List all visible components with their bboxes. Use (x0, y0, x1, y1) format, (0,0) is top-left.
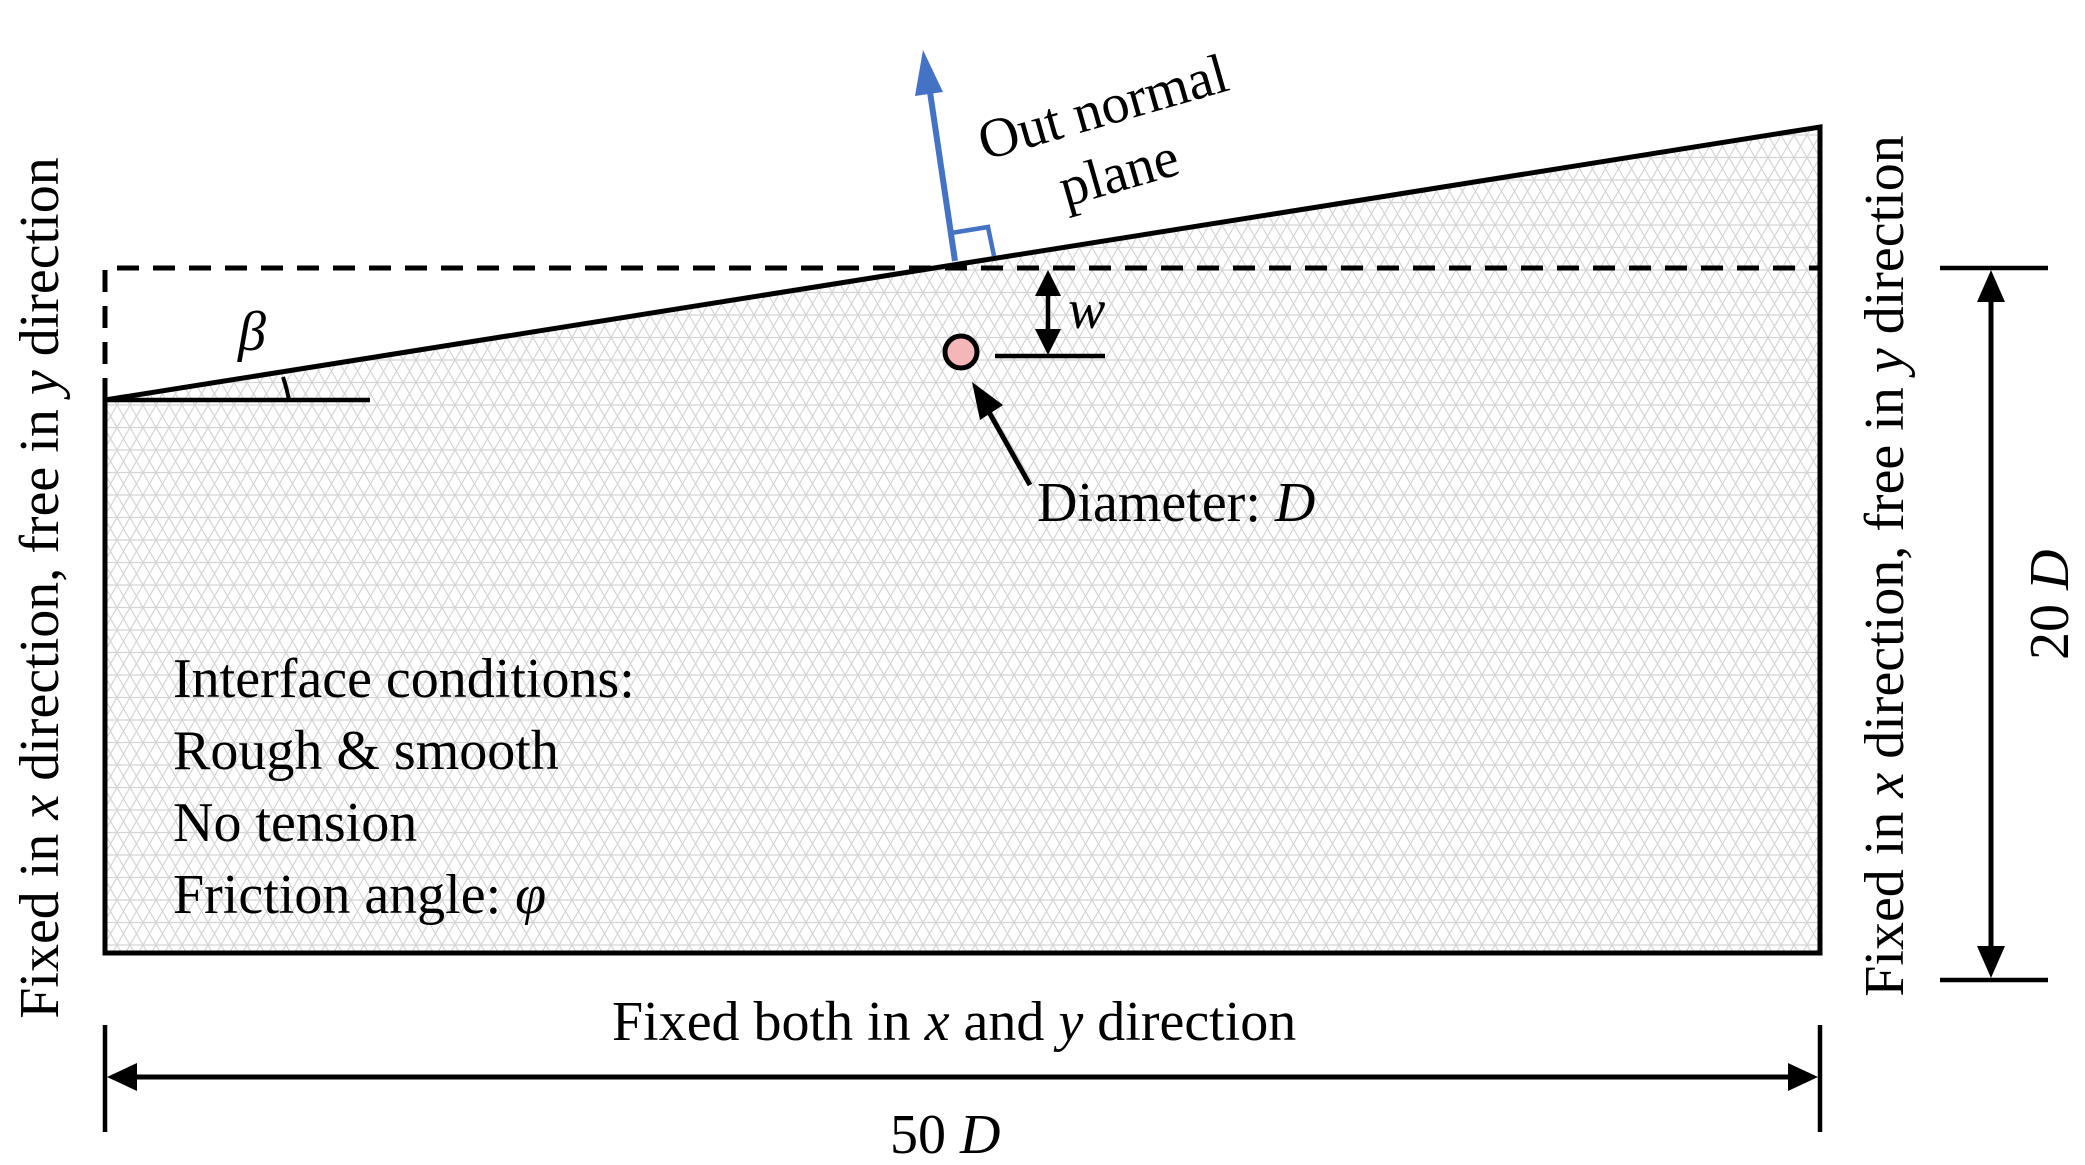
diameter-pointer-head (972, 382, 1003, 420)
width-arrow-left (107, 1063, 137, 1091)
original-ground-dashed-line (102, 265, 1820, 400)
normal-arrow-head (915, 50, 943, 96)
right-angle-mark-icon (950, 224, 997, 257)
height-arrow-bottom (1977, 946, 2005, 978)
right-boundary-label: Fixed in x direction, free in y directio… (1854, 135, 1916, 997)
beta-angle-arc (281, 376, 291, 401)
height-label: 20 D (2019, 550, 2081, 660)
w-arrow-bottom (1035, 329, 1061, 355)
out-normal-label: Out normal plane (971, 43, 1235, 220)
height-arrow-top (1977, 270, 2005, 302)
diameter-pointer-shaft (982, 403, 1033, 487)
diameter-label: Diameter: D (1037, 472, 1315, 534)
width-arrow-right (1788, 1063, 1818, 1091)
left-boundary-label: Fixed in x direction, free in y directio… (9, 157, 71, 1019)
domain-outline (102, 124, 1823, 956)
pipe-circle (942, 333, 980, 371)
interface-condition-tension: No tension (173, 792, 417, 854)
w-label: w (1068, 279, 1105, 341)
interface-conditions-title: Interface conditions: (173, 648, 635, 710)
w-arrow-top (1035, 270, 1061, 296)
beta-label: β (237, 301, 266, 363)
interface-condition-roughness: Rough & smooth (173, 720, 559, 782)
interface-condition-friction: Friction angle: φ (173, 864, 546, 926)
width-label: 50 D (890, 1104, 1000, 1165)
normal-arrow-shaft (927, 91, 958, 262)
bottom-boundary-label: Fixed both in x and y direction (612, 991, 1296, 1053)
